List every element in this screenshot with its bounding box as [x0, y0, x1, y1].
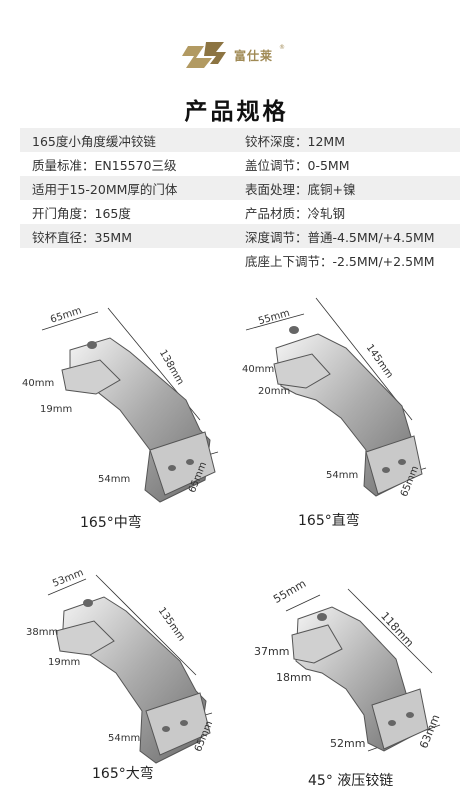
- hinge-diagram-straight: 55mm 145mm 40mm 20mm 54mm 65mm 165°直弯: [236, 290, 473, 530]
- dim-side: 38mm: [26, 627, 59, 638]
- spec-cell-left: 铰杯直径：35MM: [32, 229, 132, 245]
- spec-cell-left: 165度小角度缓冲铰链: [32, 133, 156, 149]
- spec-row: 开门角度：165度 产品材质：冷轧钢: [20, 200, 460, 224]
- dim-side: 40mm: [242, 364, 275, 375]
- hinge-diagram-45-hydraulic: 55mm 118mm 37mm 18mm 52mm 63mm 45° 液压铰链: [236, 565, 473, 790]
- brand-logo-icon: [182, 42, 226, 68]
- spec-cell-right: 底座上下调节：-2.5MM/+2.5MM: [245, 253, 435, 269]
- hinge-caption: 45° 液压铰链: [308, 773, 394, 789]
- spec-row: 铰杯直径：35MM 深度调节：普通-4.5MM/+4.5MM: [20, 224, 460, 248]
- brand-name: 富仕莱: [234, 48, 274, 63]
- dim-side: 40mm: [22, 378, 55, 389]
- dim-cup: 20mm: [258, 386, 291, 397]
- spec-row: 底座上下调节：-2.5MM/+2.5MM: [20, 248, 460, 272]
- dim-side: 37mm: [254, 645, 290, 658]
- dim-base-width: 52mm: [330, 737, 366, 750]
- spec-cell-left: 开门角度：165度: [32, 205, 131, 221]
- hinge-diagram-mid-bend: 65mm 138mm 40mm 19mm 54mm 65mm 165°中弯: [0, 290, 236, 531]
- registered-mark: ®: [279, 43, 286, 51]
- dim-cup: 18mm: [276, 671, 312, 684]
- hinge-caption: 165°大弯: [92, 766, 154, 782]
- hinge-mid-bend-image: [41, 307, 219, 503]
- spec-cell-right: 深度调节：普通-4.5MM/+4.5MM: [245, 229, 435, 245]
- hinge-caption: 165°直弯: [298, 513, 360, 529]
- spec-cell-right: 铰杯深度：12MM: [245, 133, 345, 149]
- dim-cup: 19mm: [48, 657, 81, 668]
- spec-cell-right: 产品材质：冷轧钢: [245, 205, 346, 221]
- brand-logo: 富仕莱 ®: [182, 38, 285, 72]
- dim-base-width: 54mm: [108, 733, 141, 744]
- spec-cell-left: 适用于15-20MM厚的门体: [32, 181, 178, 197]
- dim-base-width: 54mm: [326, 470, 359, 481]
- spec-table: 165度小角度缓冲铰链 铰杯深度：12MM 质量标准：EN15570三级 盖位调…: [20, 128, 460, 272]
- spec-row: 质量标准：EN15570三级 盖位调节：0-5MM: [20, 152, 460, 176]
- spec-cell-right: 表面处理：底铜+镍: [245, 181, 356, 197]
- hinge-45-hydraulic-image: [285, 588, 441, 752]
- spec-cell-left: 质量标准：EN15570三级: [32, 157, 177, 173]
- dim-base-width: 54mm: [98, 474, 131, 485]
- spec-cell-right: 盖位调节：0-5MM: [245, 157, 350, 173]
- spec-row: 165度小角度缓冲铰链 铰杯深度：12MM: [20, 128, 460, 152]
- dim-cup: 19mm: [40, 404, 73, 415]
- spec-row: 适用于15-20MM厚的门体 表面处理：底铜+镍: [20, 176, 460, 200]
- hinge-diagram-large-bend: 53mm 135mm 38mm 19mm 54mm 65mm 165°大弯: [0, 565, 236, 790]
- hinge-caption: 165°中弯: [80, 515, 142, 531]
- hinge-large-bend-image: [47, 574, 213, 764]
- page-title: 产品规格: [184, 99, 289, 125]
- hinge-straight-image: [245, 297, 427, 497]
